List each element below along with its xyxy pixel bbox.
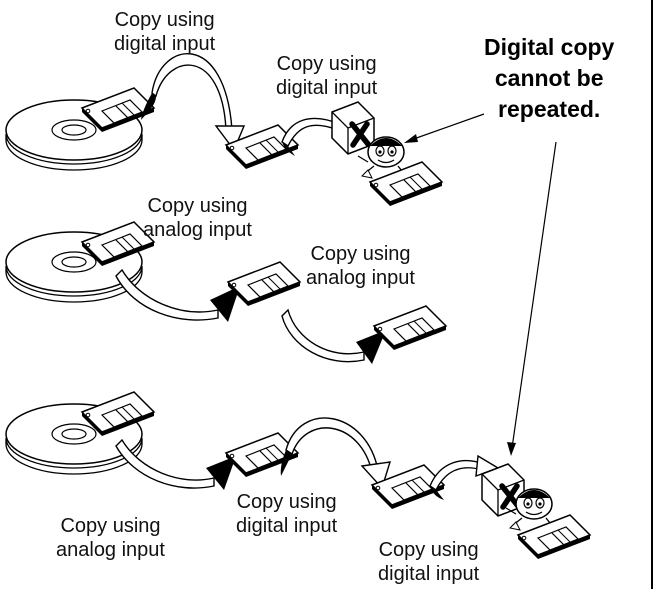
label-row3-digital-a: Copy using digital input xyxy=(236,490,337,538)
minidisc-icon xyxy=(373,305,447,351)
label-row2-first: Copy using analog input xyxy=(143,194,252,242)
label-line: Copy using xyxy=(236,491,337,513)
minidisc-icon xyxy=(517,514,591,560)
label-line: Copy using xyxy=(276,53,377,75)
label-line: digital input xyxy=(378,563,480,585)
pointer-arrow-icon xyxy=(507,141,557,456)
copy-arrow-icon xyxy=(115,268,240,322)
label-row2-second: Copy using analog input xyxy=(306,242,415,290)
label-row1-first: Copy using digital input xyxy=(114,8,215,56)
label-line: analog input xyxy=(143,219,252,241)
minidisc-icon xyxy=(369,161,443,207)
label-line: Copy using xyxy=(147,195,248,217)
label-line: Copy using xyxy=(310,243,411,265)
label-line: Copy using xyxy=(378,539,479,561)
label-line: analog input xyxy=(306,267,415,289)
label-row3-digital-b: Copy using digital input xyxy=(378,538,479,586)
label-row3-analog: Copy using analog input xyxy=(56,514,165,562)
label-line: digital input xyxy=(276,77,378,99)
warning-line: cannot be xyxy=(494,65,604,91)
label-line: digital input xyxy=(114,33,216,55)
pointer-arrow-icon xyxy=(404,113,485,143)
copy-arrow-icon xyxy=(141,53,246,152)
minidisc-icon xyxy=(227,261,301,307)
warning-line: Digital copy xyxy=(484,34,615,60)
copy-arrow-icon xyxy=(115,438,236,490)
prohibited-x-icon xyxy=(332,102,374,154)
warning-text: Digital copy cannot be repeated. xyxy=(484,32,614,125)
warning-line: repeated. xyxy=(498,96,601,122)
page-border-line xyxy=(651,0,653,589)
label-line: Copy using xyxy=(60,515,161,537)
label-row1-second: Copy using digital input xyxy=(276,52,377,100)
label-line: digital input xyxy=(236,515,338,537)
label-line: Copy using xyxy=(114,9,215,31)
copy-arrow-icon xyxy=(281,308,386,364)
label-line: analog input xyxy=(56,539,165,561)
